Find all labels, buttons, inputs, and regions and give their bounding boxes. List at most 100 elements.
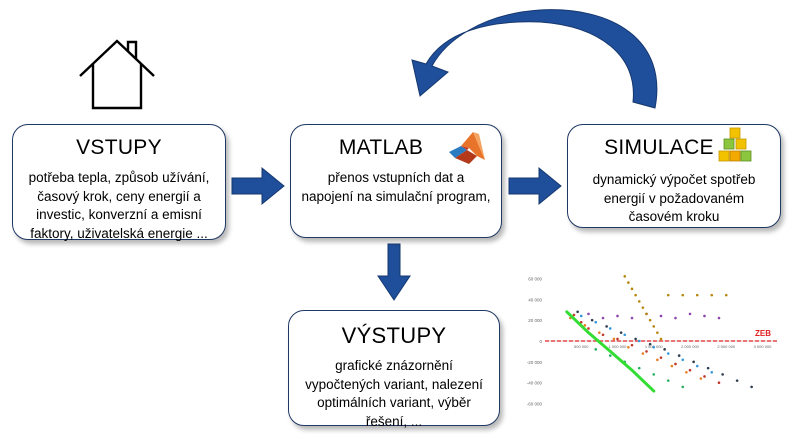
scatter-point [681, 385, 685, 389]
vystupy-line: vypočtených variant, nalezení [305, 376, 483, 392]
y-tick-label: -40 000 [527, 381, 543, 386]
scatter-point [590, 318, 594, 322]
vstupy-line: potřeba tepla, způsob užívání, [28, 170, 210, 185]
scatter-point [750, 385, 753, 389]
scatter-point [612, 337, 616, 341]
scatter-point [652, 325, 656, 328]
scatter-point [627, 281, 630, 284]
vystupy-line: grafické znázornění [335, 358, 453, 373]
scatter-point [641, 352, 645, 355]
scatter-point [670, 364, 674, 368]
vstupy-line: faktory, uživatelská energie ... [30, 225, 208, 241]
scatter-point [663, 348, 666, 351]
scatter-point [587, 312, 590, 316]
vystupy-title: VÝSTUPY [341, 323, 447, 348]
arrow-matlab-to-vystupy [377, 243, 411, 301]
arrow-matlab-to-simulace [508, 166, 562, 206]
x-tick-label: 3 000 000 [754, 344, 773, 349]
scatter-point [645, 312, 648, 316]
scatter-point [692, 360, 695, 364]
scatter-point [630, 287, 634, 291]
scatter-point [608, 327, 612, 330]
vstupy-description: potřeba tepla, způsob užívání, časový kr… [23, 169, 215, 243]
scatter-point [616, 314, 619, 318]
scatter-point [677, 354, 681, 357]
scatter-point [579, 320, 583, 324]
scatter-point [666, 293, 670, 297]
scatter-point [634, 337, 637, 341]
scatter-point [710, 370, 714, 374]
x-tick-label: 1 000 000 [609, 344, 628, 349]
simulace-line: energií v požadovaném [603, 190, 745, 206]
scatter-point [706, 366, 710, 370]
scatter-point [623, 333, 627, 337]
scatter-point [699, 377, 703, 380]
scatter-point [659, 356, 663, 359]
y-tick-label: 20 000 [528, 318, 542, 323]
scatter-point [681, 293, 685, 297]
scatter-point [648, 318, 652, 322]
scatter-point [630, 316, 634, 320]
scatter-point [666, 379, 670, 382]
scatter-point [688, 312, 692, 316]
scatter-point [601, 333, 605, 337]
scatter-point [735, 379, 739, 382]
scatter-point [648, 342, 652, 346]
house-icon [79, 39, 155, 110]
matlab-description: přenos vstupních dat a napojení na simul… [301, 169, 491, 206]
scatter-point [717, 316, 721, 320]
scatter-point [594, 320, 598, 324]
scatter-point [659, 314, 663, 318]
vystupy-line: řešení, ... [365, 413, 423, 429]
y-tick-label: 60 000 [528, 276, 542, 281]
scatter-point [724, 293, 728, 297]
scatter-point [601, 316, 605, 320]
simulace-line: dynamický výpočet spotřeb [592, 172, 756, 187]
scatter-point [623, 275, 627, 278]
scatter-point [579, 314, 583, 318]
simulace-description: dynamický výpočet spotřeb energií v poža… [578, 171, 770, 227]
scatter-point [656, 331, 659, 334]
scatter-point [630, 343, 634, 347]
trend-line [565, 310, 656, 393]
arrow-simulace-to-matlab [411, 9, 658, 109]
y-tick-label: -20 000 [527, 360, 543, 365]
scatter-point [695, 364, 699, 368]
x-tick-label: 2 000 000 [681, 344, 700, 349]
scatter-point [710, 293, 714, 297]
scatter-point [576, 310, 579, 314]
simulace-line: časovém kroku [628, 209, 720, 224]
scatter-point [605, 325, 608, 328]
matlab-box: MATLAB přenos vstupních dat a napojení n… [290, 124, 502, 238]
cubes-icon [718, 127, 752, 162]
scatter-point [688, 368, 692, 372]
scatter-point [627, 345, 630, 349]
x-tick-label: 2 500 000 [717, 344, 736, 349]
scatter-point [674, 316, 677, 320]
scatter-point [645, 350, 648, 353]
scatter-point [717, 381, 721, 385]
simulace-box: SIMULACE dynamický výpočet spotřeb energ… [567, 124, 781, 228]
scatter-point [721, 373, 724, 376]
scatter-point [637, 300, 641, 303]
vstupy-line: časový krok, ceny energií a [37, 188, 201, 204]
scatter-point [652, 373, 656, 376]
scatter-point [685, 370, 688, 374]
scatter-point [666, 352, 670, 355]
scatter-point [616, 337, 619, 341]
scatter-point [641, 306, 645, 309]
scatter-point [681, 358, 685, 362]
scatter-point [659, 337, 663, 341]
vystupy-box: VÝSTUPY grafické znázornění vypočtených … [288, 310, 500, 429]
scatter-point [587, 327, 590, 330]
scatter-point [637, 339, 641, 343]
scatter-point [608, 354, 612, 357]
scatter-point [572, 313, 576, 317]
x-tick-label: 500 000 [574, 344, 589, 349]
matlab-logo-icon [449, 132, 485, 164]
arrow-vstupy-to-matlab [231, 166, 285, 206]
vstupy-title: VSTUPY [76, 136, 162, 159]
